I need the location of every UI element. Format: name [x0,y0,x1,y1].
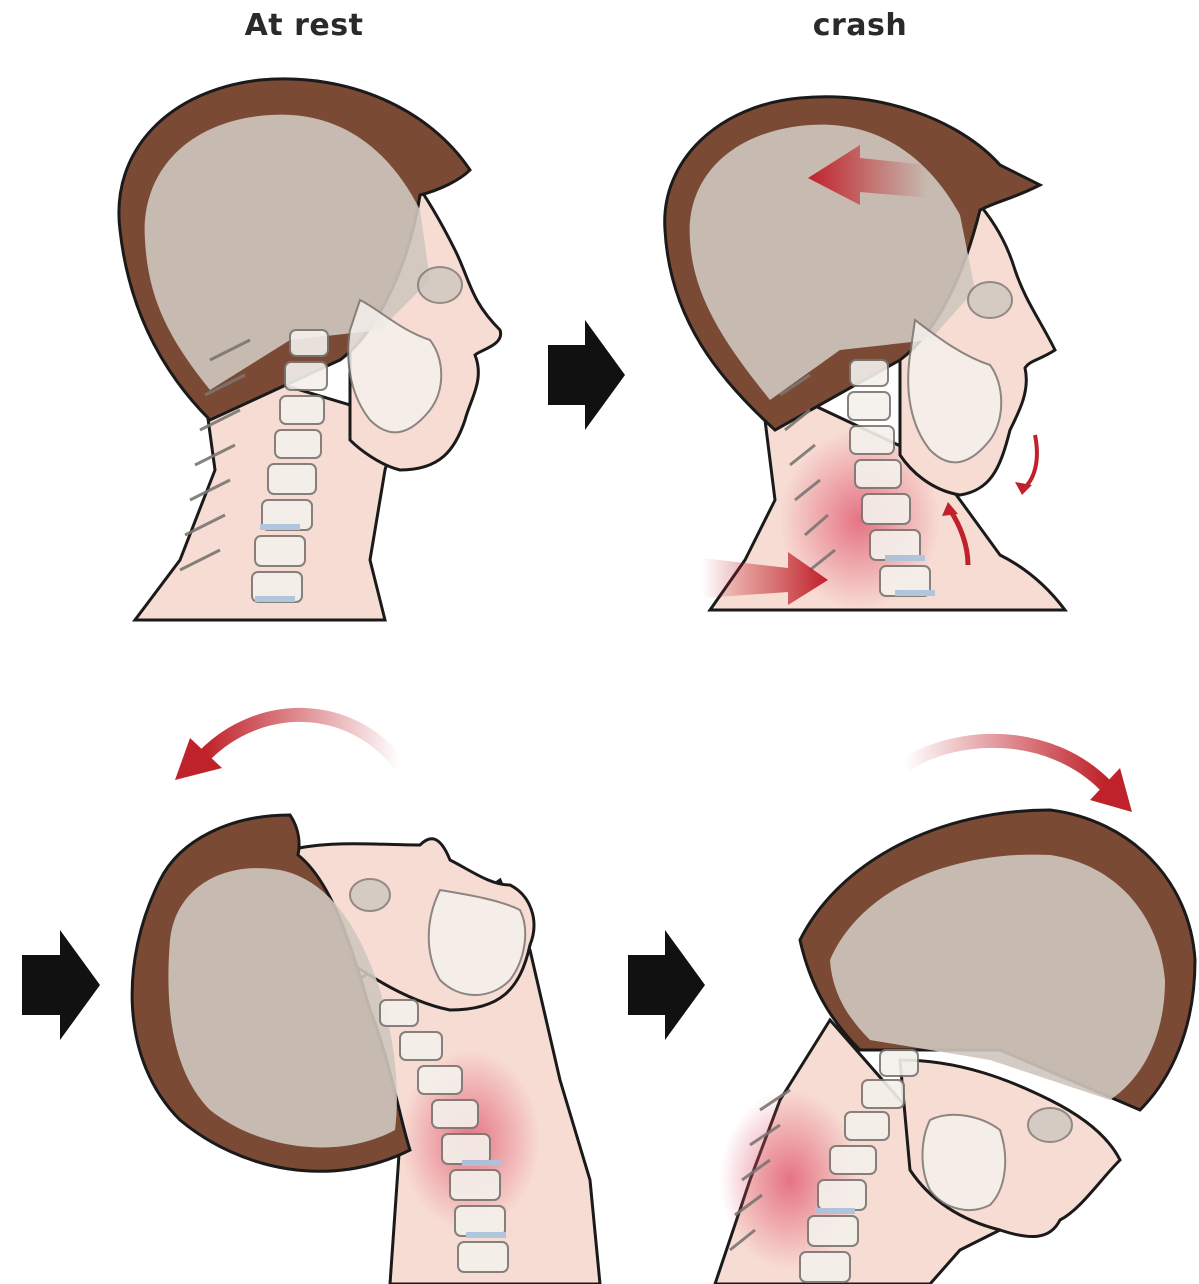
sequence-arrow-1 [548,320,625,430]
backward-rotation-arrow [205,715,400,765]
jaw-bone [429,890,525,995]
jaw-bone [923,1115,1006,1210]
panel-at-rest [119,79,501,620]
eye-socket [1028,1108,1072,1142]
eye-socket [350,879,390,911]
eye-socket [968,282,1012,318]
panel-hyperflexion [715,741,1195,1284]
sequence-arrow-2 [22,930,100,1040]
sequence-arrow-3 [628,930,705,1040]
forward-rotation-arrow [905,741,1105,785]
eye-socket [418,267,462,303]
panel-hyperextension [132,715,600,1284]
chin-motion-arrow [1022,435,1037,490]
panel-impact [665,97,1065,610]
